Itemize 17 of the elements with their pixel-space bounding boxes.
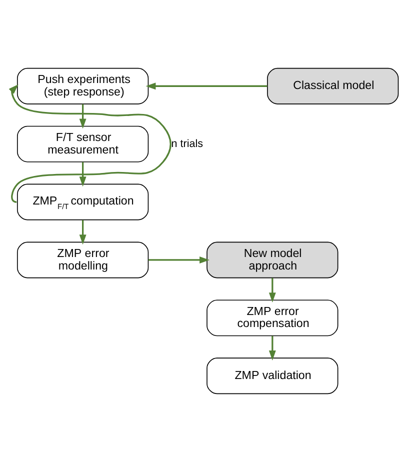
node-box: ZMP error modelling	[17, 241, 149, 278]
node-box: ZMP validation	[206, 357, 338, 394]
arrow	[79, 104, 86, 128]
arrow	[268, 278, 276, 302]
node-box: Classical model	[267, 67, 399, 104]
node-box: New model approach	[206, 241, 338, 278]
arrow	[8, 84, 172, 202]
arrow	[268, 335, 276, 360]
node-box: ZMP error compensation	[206, 299, 338, 336]
edge-label: n trials	[171, 137, 203, 150]
node-box: F/T sensor measurement	[17, 125, 149, 162]
arrow	[146, 82, 268, 90]
arrow	[148, 256, 210, 263]
arrow	[79, 220, 86, 244]
node-box: Push experiments (step response)	[17, 67, 149, 104]
node-box: ZMP$_{F/T}$ computation	[17, 183, 149, 220]
arrow	[79, 162, 86, 186]
